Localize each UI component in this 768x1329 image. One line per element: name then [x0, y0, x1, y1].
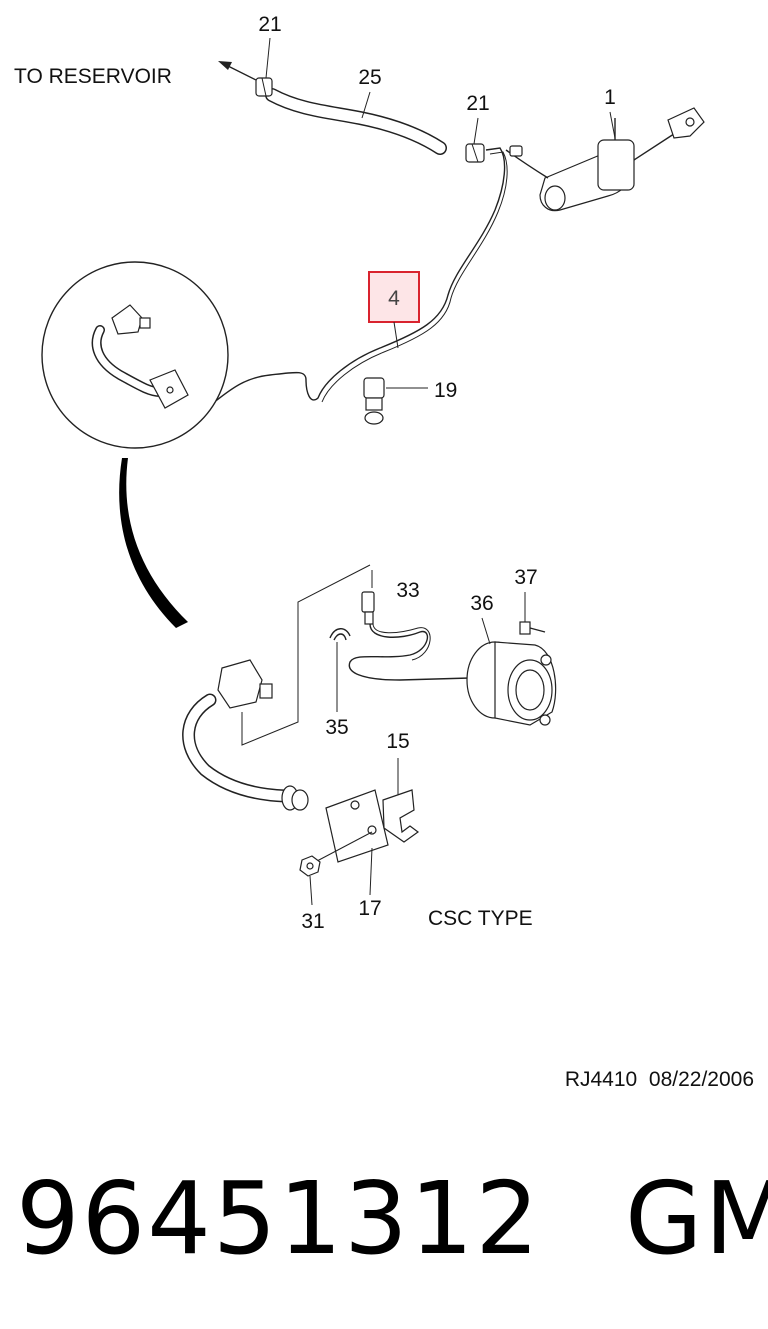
part-number: 96451312	[16, 1160, 541, 1277]
detail-arrow-icon	[119, 458, 188, 628]
csc-hose	[182, 659, 309, 811]
csc-pipe	[348, 570, 471, 681]
clutch-master-cylinder	[505, 107, 705, 212]
hose-clamp-top	[255, 77, 273, 97]
callout-33: 33	[396, 579, 419, 602]
callout-1: 1	[604, 86, 616, 109]
callout-4-highlight[interactable]: 4	[368, 271, 420, 349]
callout-labels: 21 25 21 1 19 33 37 36 35 15 31 17 CSC T…	[258, 13, 616, 933]
callout-36: 36	[470, 592, 493, 615]
hose-bracket	[299, 789, 389, 896]
callout-31: 31	[301, 910, 324, 933]
ref-date: 08/22/2006	[648, 1068, 754, 1091]
csc-frame-lines	[241, 564, 371, 746]
reference-line: RJ4410 08/22/2006	[565, 1068, 754, 1092]
to-reservoir-label: TO RESERVOIR	[14, 65, 172, 88]
ref-code: RJ4410	[564, 1068, 638, 1091]
bolt	[519, 621, 546, 635]
reservoir-arrow-icon	[218, 61, 263, 84]
detail-circle	[41, 261, 229, 449]
callout-19: 19	[434, 379, 457, 402]
brand-name: GM	[624, 1160, 768, 1277]
hose-clamp-mid	[465, 143, 485, 163]
callout-17: 17	[358, 897, 381, 920]
concentric-slave-cylinder	[466, 641, 557, 726]
part-footer: 96451312 GM	[16, 1160, 768, 1277]
reservoir-hose	[265, 88, 447, 155]
callout-21-top: 21	[258, 13, 281, 36]
callout-25: 25	[358, 66, 381, 89]
clutch-hydraulic-diagram: TO RESERVOIR 4	[14, 13, 705, 933]
clutch-pipe	[209, 147, 508, 406]
retaining-clip	[382, 758, 420, 843]
callout-21-mid: 21	[466, 92, 489, 115]
csc-type-label: CSC TYPE	[428, 907, 533, 930]
pipe-clip	[363, 377, 428, 425]
callout-4: 4	[388, 287, 400, 310]
callout-37: 37	[514, 566, 537, 589]
callout-15: 15	[386, 730, 409, 753]
callout-35: 35	[325, 716, 348, 739]
spring-clip	[329, 628, 351, 641]
nut	[299, 855, 321, 877]
